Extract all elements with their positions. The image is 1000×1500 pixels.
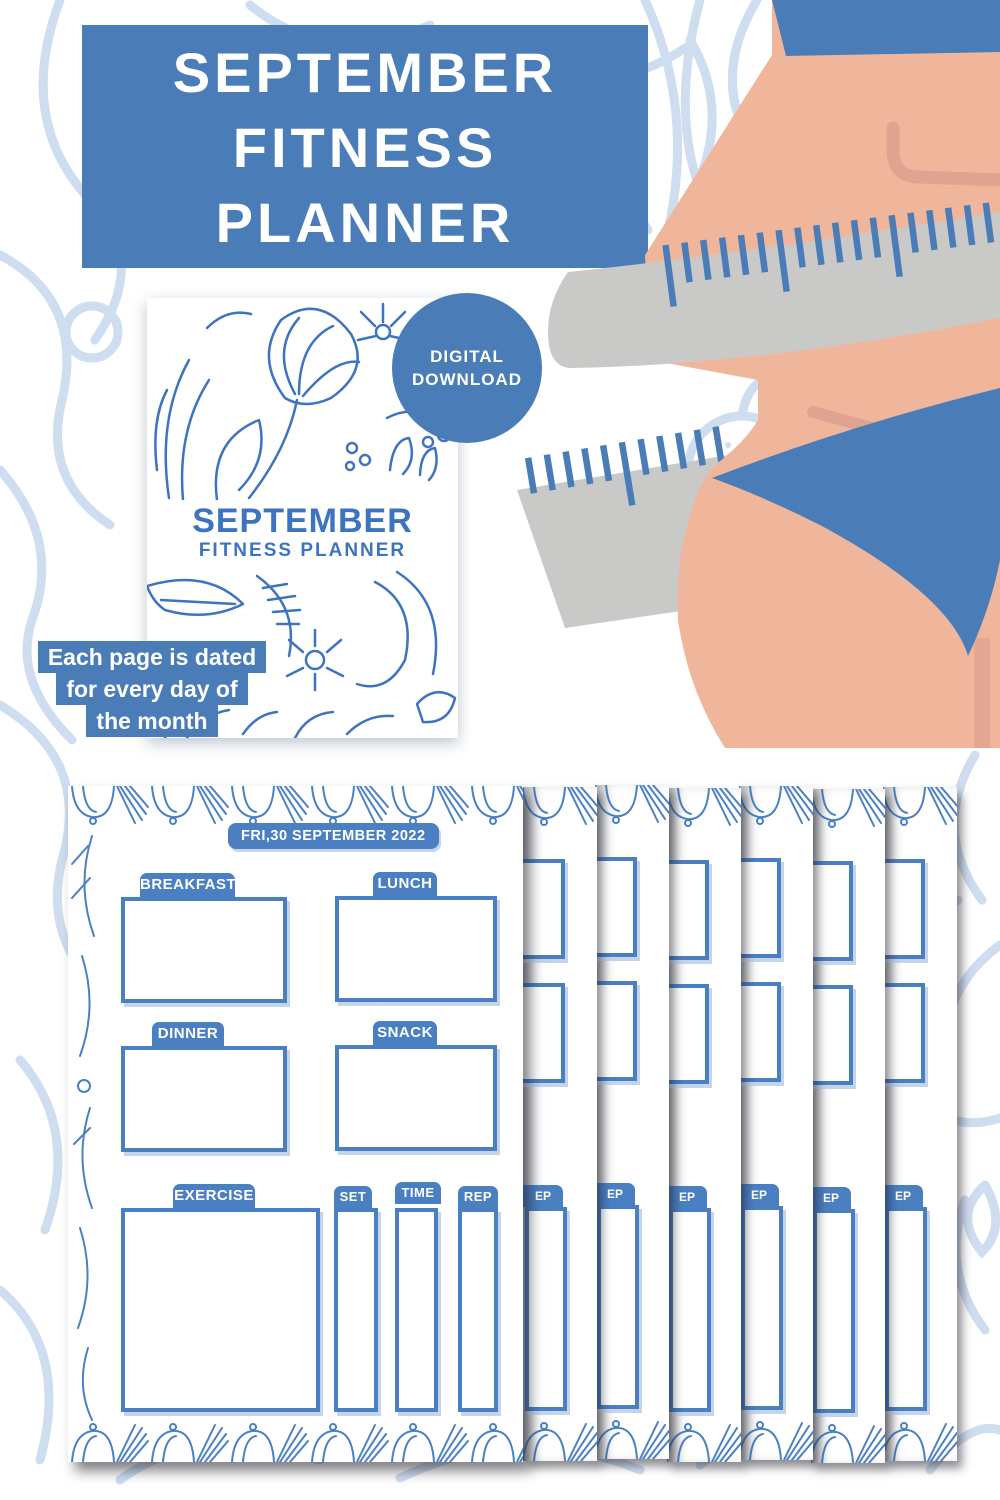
stacked-rep-tab: EP <box>667 1186 707 1208</box>
stacked-rep-tab: EP <box>523 1185 563 1207</box>
time-box <box>395 1208 438 1412</box>
lunch-box <box>335 896 497 1002</box>
set-tab: SET <box>334 1186 372 1208</box>
stacked-rep-tab: EP <box>883 1185 923 1207</box>
waist-contour <box>886 121 1000 187</box>
cover-title-band: SEPTEMBER FITNESS PLANNER <box>147 500 458 564</box>
stacked-rep-box <box>669 1208 711 1412</box>
dinner-box <box>121 1046 287 1152</box>
bikini-bottom <box>712 388 1000 656</box>
measuring-tape <box>548 212 1000 368</box>
stacked-rep-tab: EP <box>811 1187 851 1209</box>
page-floral-left <box>71 835 95 1421</box>
cover-floral-bottom <box>147 570 457 738</box>
stacked-rep-box <box>885 1207 927 1411</box>
top-garment <box>772 0 1000 56</box>
callout-line-3: the month <box>86 705 218 737</box>
stacked-rep-tab: EP <box>739 1184 779 1206</box>
callout-line-1: Each page is dated <box>37 641 267 673</box>
stacked-page: EP <box>667 788 741 1462</box>
time-tab: TIME <box>395 1182 441 1204</box>
exercise-box <box>121 1208 320 1412</box>
stacked-page: EP <box>883 787 957 1461</box>
leg-shade <box>974 638 990 748</box>
stacked-page: EP <box>811 789 885 1463</box>
body-illustration <box>517 0 1000 748</box>
rep-tab: REP <box>458 1186 498 1208</box>
page-floral-bottom <box>71 1423 523 1462</box>
callout-line-2: for every day of <box>56 673 248 705</box>
badge-line-1: DIGITAL <box>430 347 504 366</box>
stacked-page: EP <box>523 787 597 1461</box>
body-skin <box>645 0 1000 748</box>
dated-callout: Each page is dated for every day of the … <box>20 641 284 737</box>
title-banner: SEPTEMBER FITNESS PLANNER <box>82 25 648 268</box>
title-line-1: SEPTEMBER <box>172 41 558 104</box>
cover-subtitle: FITNESS PLANNER <box>198 540 407 561</box>
stacked-rep-box <box>597 1205 639 1409</box>
date-badge: FRI,30 SEPTEMBER 2022 <box>228 823 439 849</box>
snack-box <box>335 1045 497 1151</box>
stacked-page: EP <box>739 786 813 1460</box>
tape-end-ticks <box>524 426 725 506</box>
digital-download-badge: DIGITAL DOWNLOAD <box>392 293 542 443</box>
badge-line-2: DOWNLOAD <box>412 370 522 389</box>
snack-tab: SNACK <box>373 1021 437 1045</box>
measuring-tape-ticks <box>662 202 995 307</box>
breakfast-box <box>121 897 287 1003</box>
title-line-3: PLANNER <box>215 191 515 254</box>
exercise-tab: EXERCISE <box>173 1184 255 1208</box>
cover-month: SEPTEMBER <box>192 502 413 540</box>
stacked-rep-box <box>813 1209 855 1413</box>
title-line-2: FITNESS <box>232 116 498 179</box>
stacked-page: EP <box>595 785 669 1459</box>
stacked-rep-box <box>525 1207 567 1411</box>
page-floral-top <box>68 786 523 826</box>
breakfast-tab: BREAKFAST <box>140 873 236 897</box>
planner-page: FRI,30 SEPTEMBER 2022 BREAKFAST LUNCH DI… <box>68 786 523 1462</box>
rep-box <box>458 1208 498 1412</box>
stacked-rep-tab: EP <box>595 1183 635 1205</box>
set-box <box>334 1208 378 1412</box>
lunch-tab: LUNCH <box>373 872 437 896</box>
dinner-tab: DINNER <box>152 1022 224 1046</box>
stacked-rep-box <box>741 1206 783 1410</box>
